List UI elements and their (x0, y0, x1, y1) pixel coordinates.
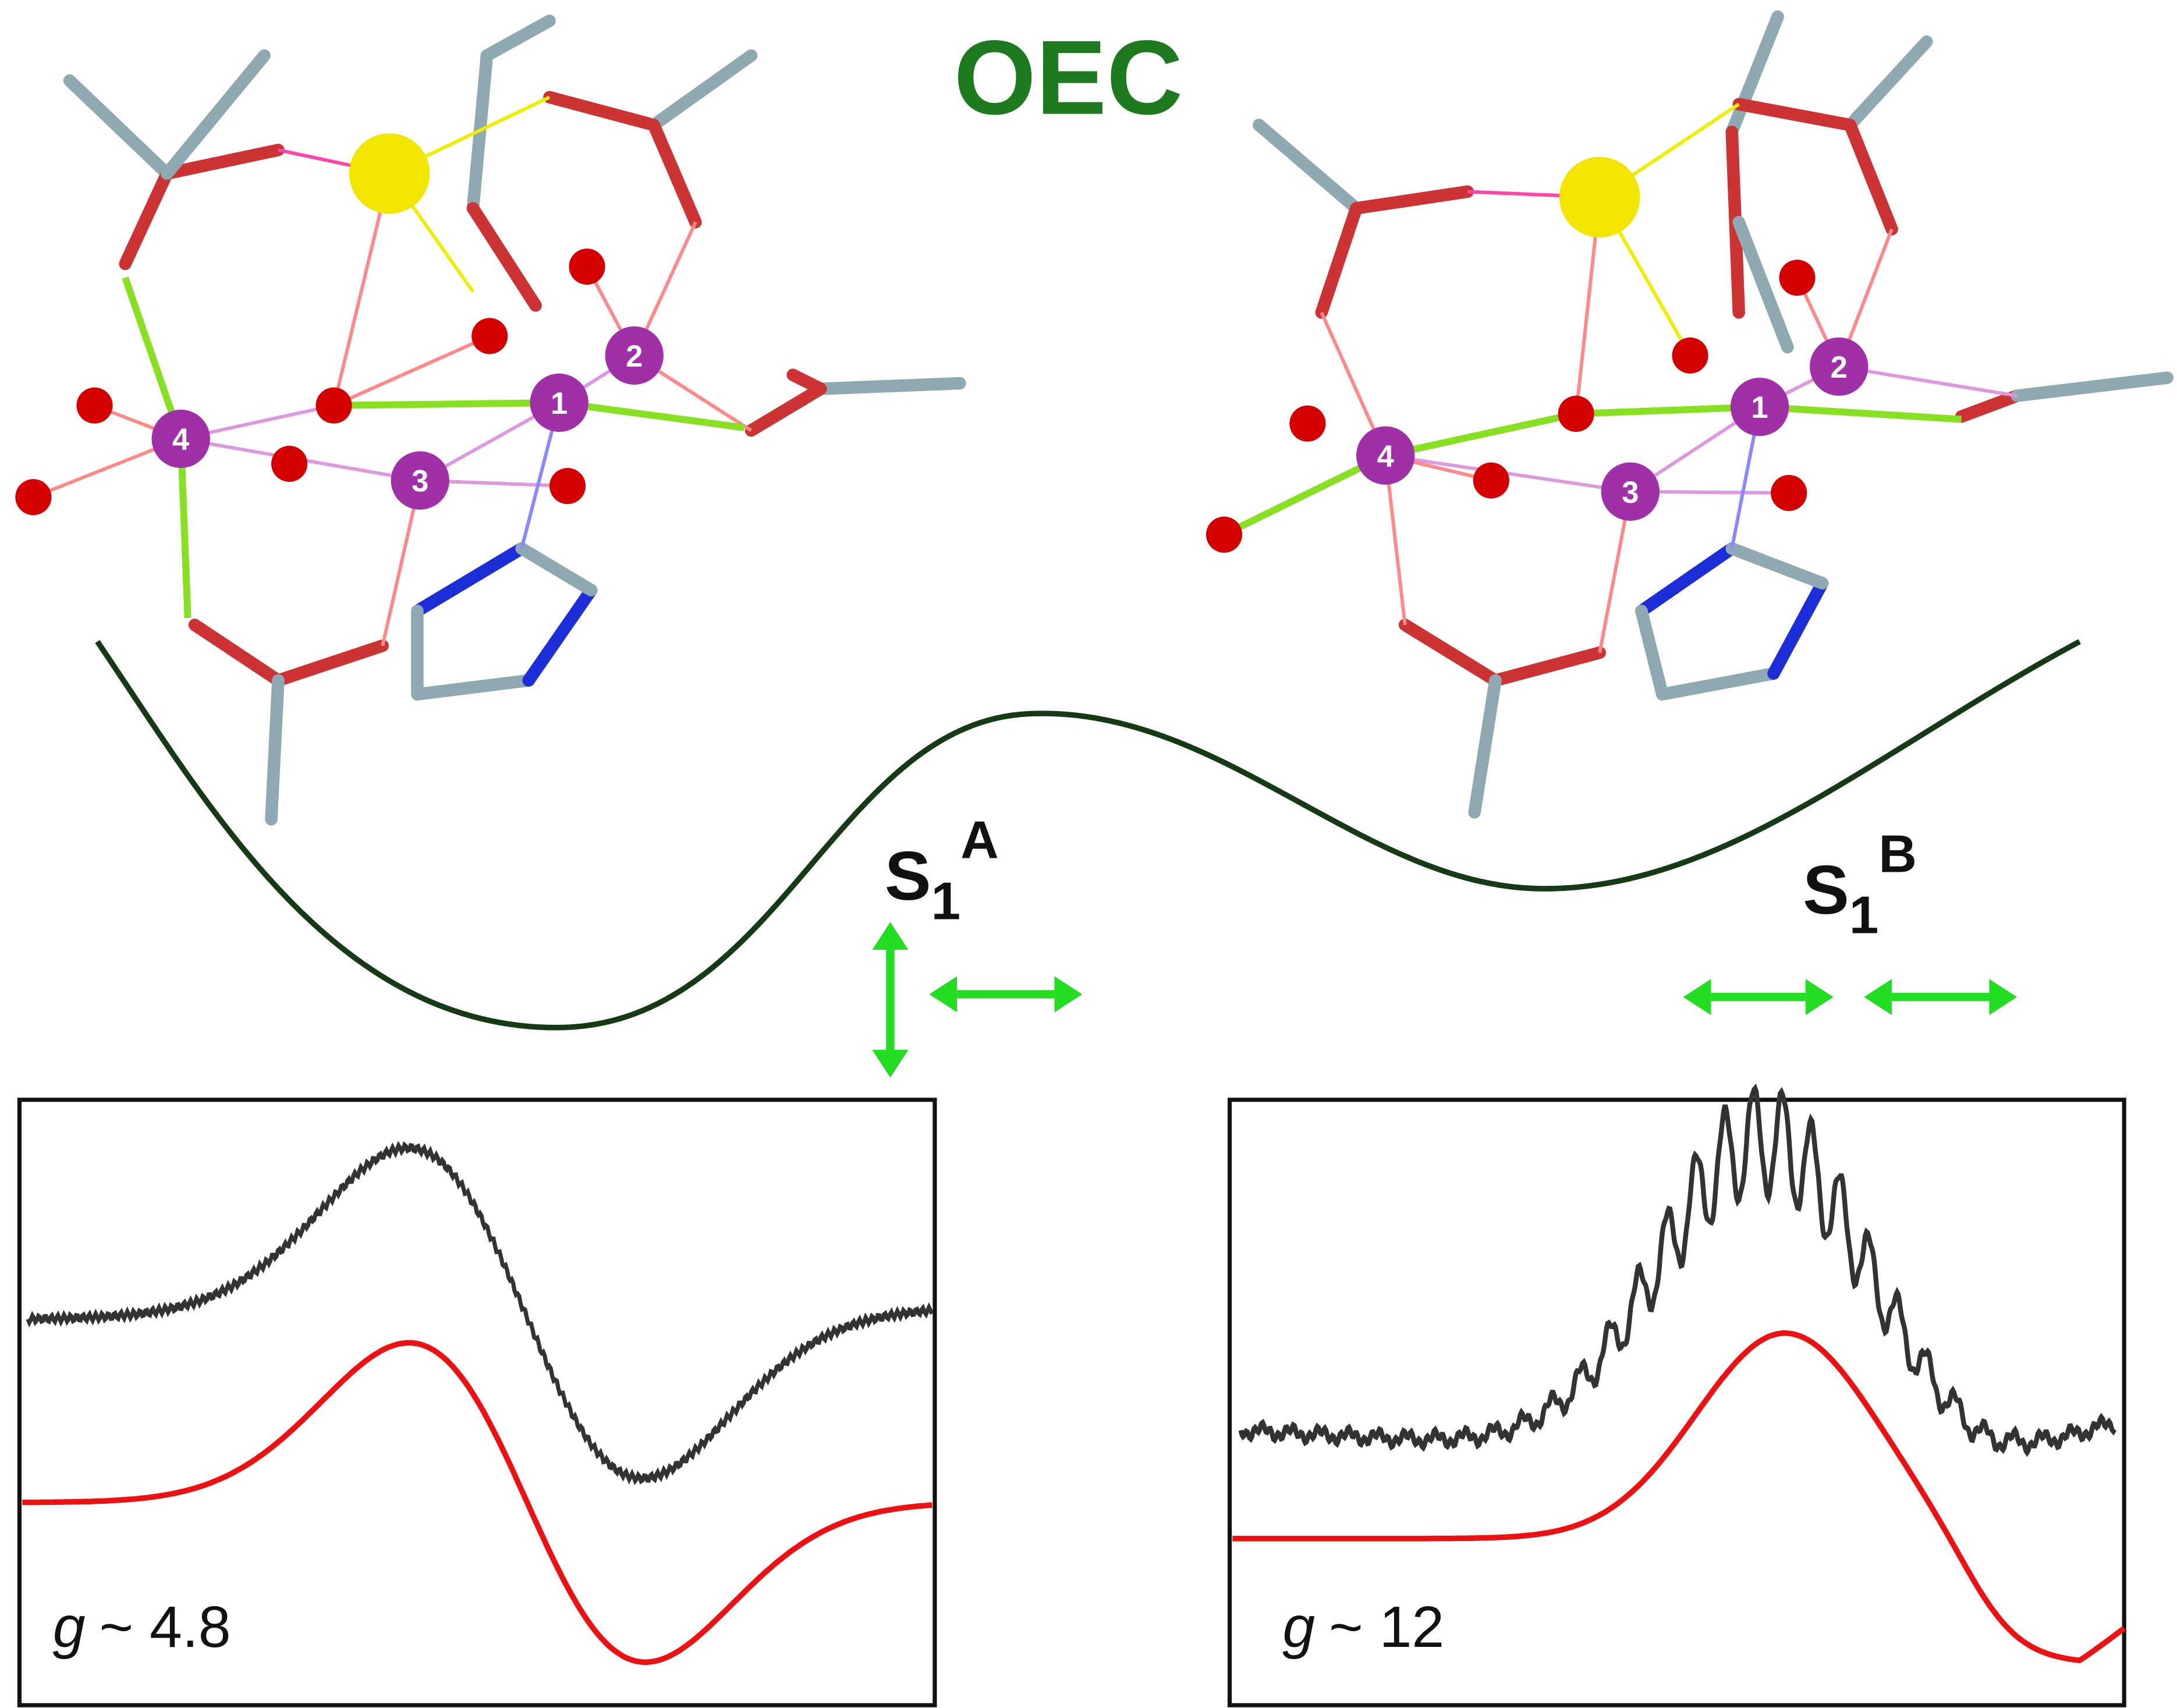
ligand-bond (647, 119, 702, 229)
g-value-right: g~ 12 (1282, 1595, 1444, 1660)
experimental-spectrum-right (1238, 1084, 2117, 1457)
oxygen-atom (549, 468, 586, 505)
ligand-bond (1398, 619, 1502, 687)
manganese-atom-3 (391, 451, 449, 510)
oxygen-atom (76, 387, 113, 424)
ligand-bond (411, 542, 528, 617)
ligand-bond (480, 15, 556, 62)
manganese-label: 4 (172, 422, 189, 457)
ligand-bond (1725, 10, 1784, 139)
jahn-teller-axis (1384, 410, 1577, 459)
ligand-bond (1315, 202, 1363, 319)
ligand-bond (543, 91, 660, 132)
vertical-double-arrow (872, 922, 909, 1078)
jahn-teller-axis (334, 399, 559, 409)
experimental-spectrum-left (26, 1141, 934, 1486)
oxygen-atom (569, 248, 605, 285)
ligand-bond (265, 674, 285, 826)
calcium-atom (1559, 157, 1640, 238)
oxygen-atom (471, 318, 508, 354)
simulated-spectrum-left (22, 1340, 933, 1666)
manganese-label: 4 (1377, 439, 1394, 474)
ligand-bond (522, 584, 598, 687)
oxygen-atom (1473, 462, 1509, 499)
g-value-left: g~ 4.8 (53, 1595, 231, 1660)
ligand-bond (1843, 35, 1933, 132)
oxygen-atom (1672, 337, 1708, 374)
oxygen-atom (1779, 260, 1816, 296)
oxygen-atom (315, 387, 352, 424)
ligand-bond (786, 368, 827, 395)
jahn-teller-axis (1759, 403, 1962, 423)
manganese-label: 2 (1831, 350, 1848, 385)
ligand-bond (1843, 119, 1898, 236)
manganese-label: 3 (1622, 475, 1639, 510)
ligand-bond (161, 49, 271, 180)
molecule-s1b: 1 2 3 4 (1205, 10, 2174, 819)
oxygen-atom (1771, 475, 1807, 512)
manganese-label: 1 (551, 386, 568, 421)
jahn-teller-axis (1576, 403, 1760, 418)
ligand-bond (744, 382, 827, 437)
manganese-label: 2 (626, 339, 643, 374)
ligand-bond (515, 542, 598, 596)
oxygen-atom (1558, 396, 1594, 432)
jahn-teller-axis (558, 399, 745, 431)
anisotropy-arrows (872, 922, 2018, 1078)
ligand-bond (1635, 542, 1739, 617)
horizontal-double-arrow-a (929, 976, 1083, 1013)
spectrum-panel-left: g~ 4.8 (17, 1098, 937, 1707)
horizontal-double-arrow-b1 (1683, 979, 1834, 1015)
ligand-bond (1350, 185, 1474, 215)
manganese-atom-1 (1730, 378, 1789, 436)
spectrum-panel-right: g~ 12 (1227, 1084, 2126, 1707)
ligand-bond (1252, 119, 1363, 215)
calcium-atom (349, 133, 430, 214)
manganese-label: 3 (412, 464, 428, 499)
molecule-s1a: 1 2 3 4 (15, 15, 966, 826)
ligand-bond (188, 619, 285, 687)
ligand-bond (647, 49, 758, 132)
ligand-bond (814, 377, 966, 395)
oxygen-atom (1289, 405, 1326, 442)
state-label-s1a: S1A (885, 811, 999, 931)
ligand-bond (63, 74, 173, 180)
ligand-bond (119, 167, 173, 271)
ligand-bond (1732, 98, 1857, 132)
ligand-bond (466, 202, 542, 312)
ligand-bond (1635, 605, 1669, 701)
ligand-bond (1955, 389, 2023, 423)
ligand-bond (1767, 577, 1829, 680)
manganese-atom-2 (1810, 337, 1868, 396)
manganese-atom-3 (1601, 462, 1660, 521)
ligand-bond (161, 143, 285, 180)
horizontal-double-arrow-b2 (1864, 979, 2018, 1015)
spectrum-frame-right (1227, 1098, 2126, 1707)
oxygen-atom (271, 445, 308, 482)
ligand-bond (1656, 667, 1780, 701)
jahn-teller-axis (177, 438, 192, 619)
ligand-bond (1489, 646, 1606, 687)
manganese-atom-4 (151, 409, 210, 468)
potential-energy-curve (95, 639, 2081, 1031)
state-label-s1b: S1B (1803, 825, 1917, 945)
ligand-bond (272, 639, 389, 687)
oxygen-atom (1205, 516, 1243, 553)
ligand-bond (2011, 371, 2174, 402)
jahn-teller-axis (1222, 452, 1387, 538)
coordination-bond (1838, 365, 2018, 398)
ligand-bond (411, 674, 535, 701)
manganese-atom-4 (1356, 426, 1415, 485)
manganese-label: 1 (1751, 390, 1768, 425)
manganese-atom-1 (530, 373, 588, 432)
ligand-bond (1732, 216, 1794, 354)
coordination-bond (333, 334, 491, 407)
manganese-atom-2 (605, 326, 664, 385)
ligand-bond (1725, 542, 1829, 590)
oxygen-atom (15, 479, 52, 516)
simulated-spectrum-right (1232, 1330, 2126, 1664)
title-oec: OEC (954, 19, 1183, 137)
ligand-bond (1468, 674, 1502, 819)
